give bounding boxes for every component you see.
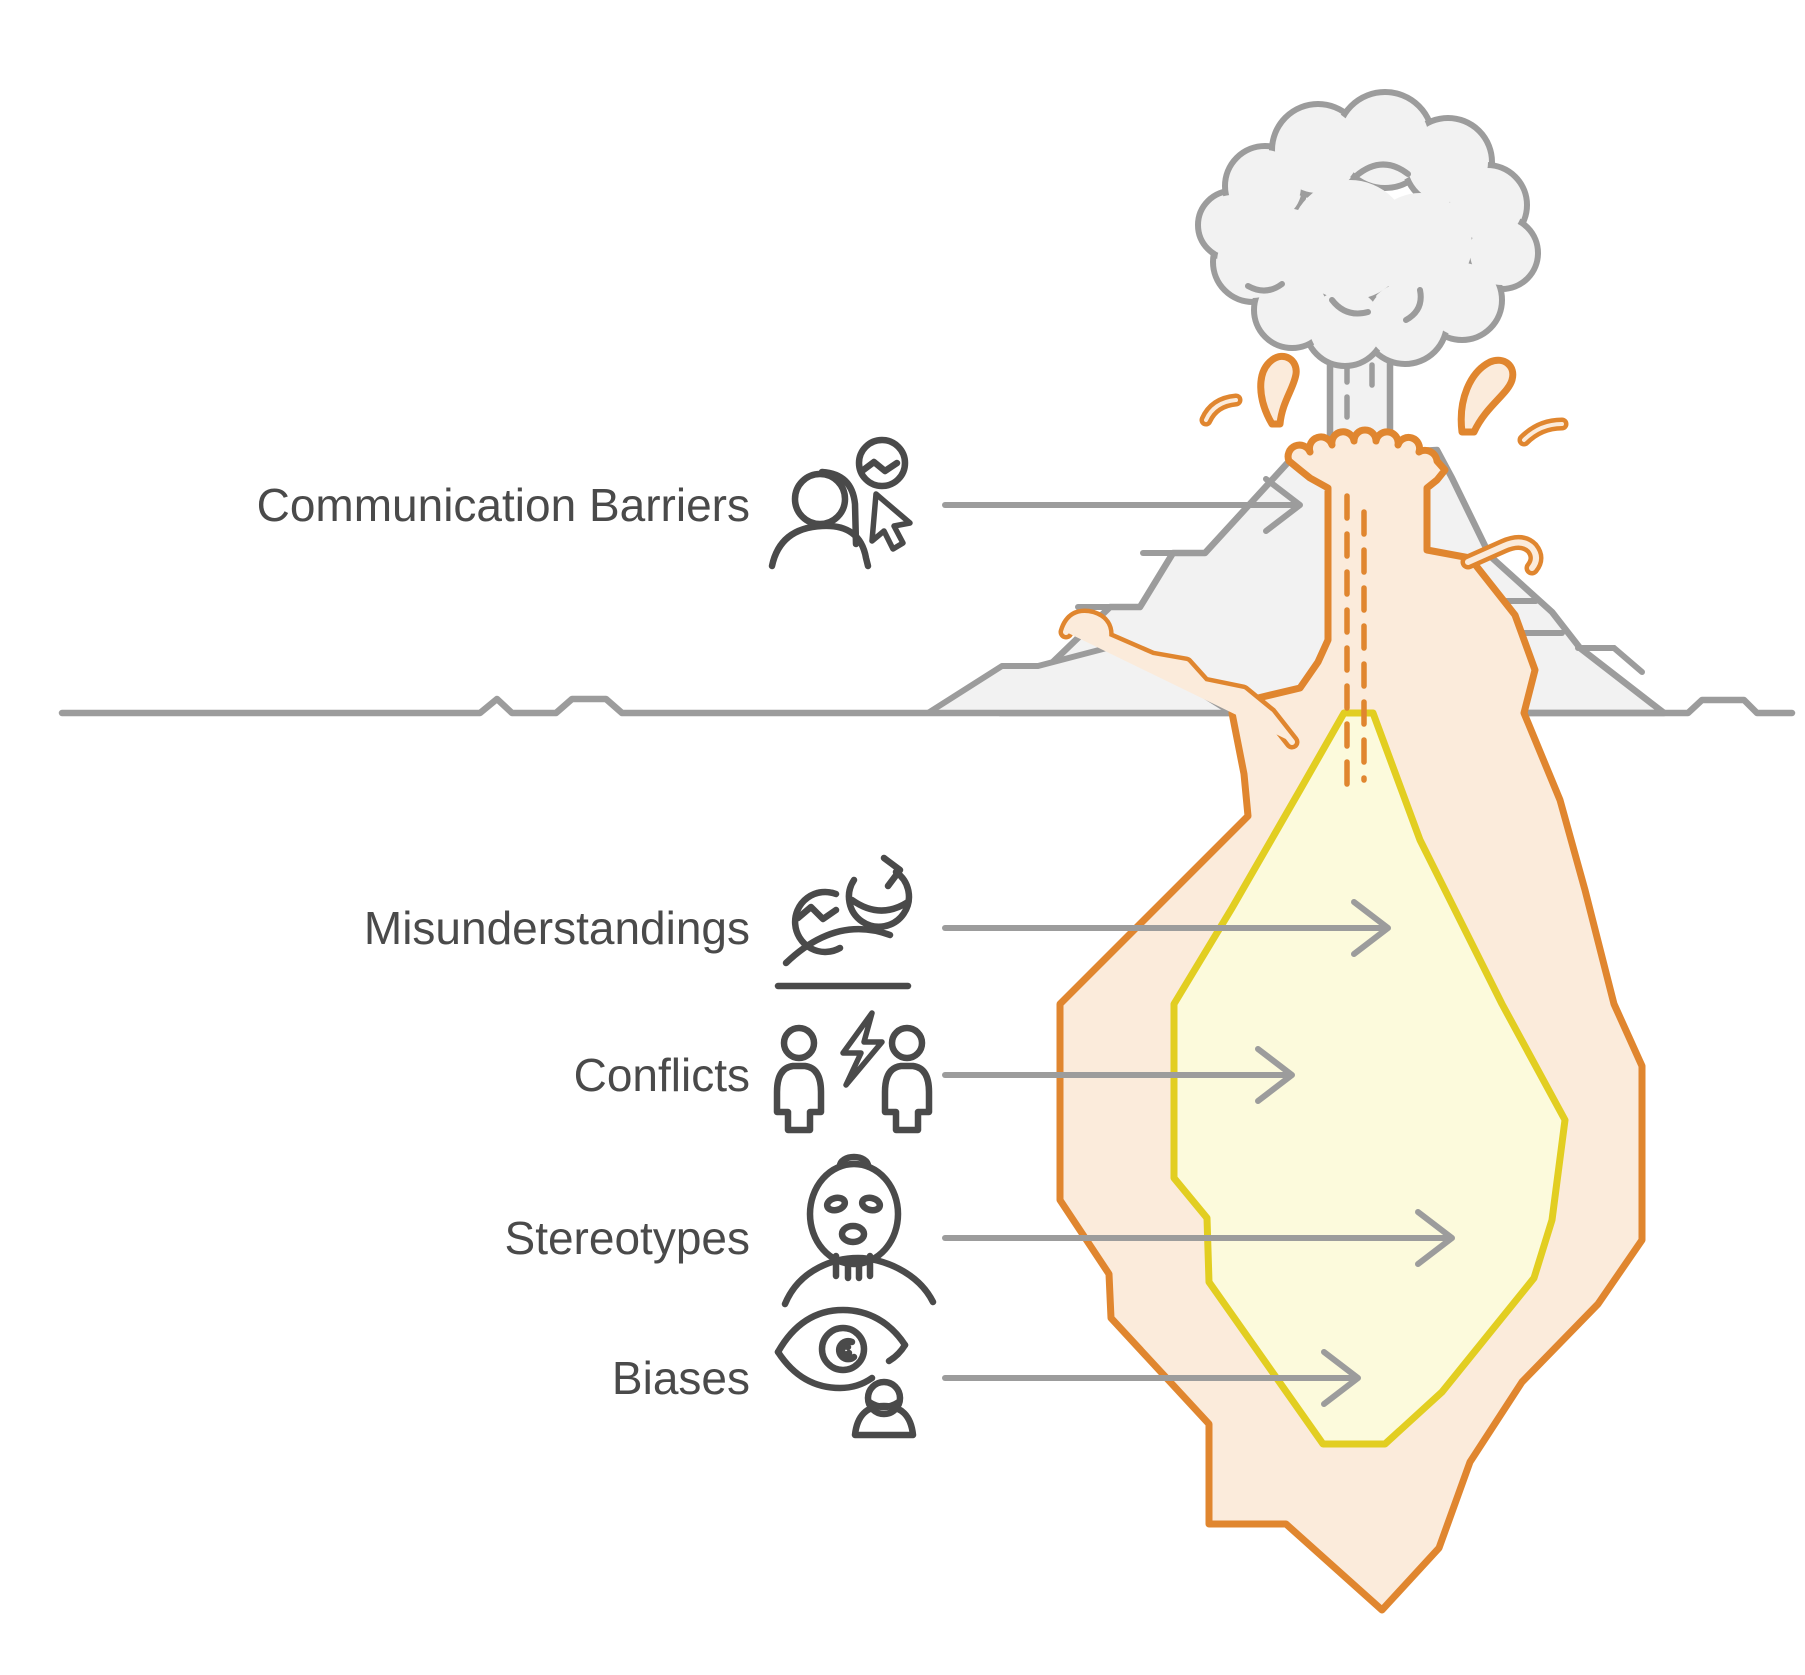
lava-splashes [1199, 352, 1569, 447]
label-conflicts: Conflicts [574, 1049, 750, 1101]
label-biases: Biases [612, 1352, 750, 1404]
label-icons [768, 436, 937, 1439]
label-stereotypes: Stereotypes [505, 1212, 750, 1264]
volcano-mountain [925, 446, 1668, 717]
two-people-lightning-icon [773, 1010, 933, 1134]
lava-flows [1058, 535, 1544, 750]
magma-chamber-inner [1170, 709, 1569, 1448]
mask-icon [781, 1153, 937, 1308]
head-cycle-icon [774, 854, 913, 990]
arrow-misunderstandings [942, 899, 1391, 957]
arrow-communication-barriers [942, 476, 1303, 534]
label-misunderstandings: Misunderstandings [364, 902, 750, 954]
ground-line [58, 695, 1796, 717]
smoke-cloud [1195, 89, 1541, 369]
arrow-biases [942, 1349, 1361, 1407]
person-with-cursor-icon [768, 436, 913, 570]
label-communication-barriers: Communication Barriers [257, 479, 750, 531]
arrow-stereotypes [942, 1209, 1455, 1267]
eye-person-icon [774, 1306, 917, 1439]
pointer-arrows [942, 476, 1455, 1407]
labels: Communication Barriers Misunderstandings… [257, 479, 750, 1404]
conduit-dashes [1344, 493, 1367, 791]
arrow-conflicts [942, 1046, 1295, 1104]
